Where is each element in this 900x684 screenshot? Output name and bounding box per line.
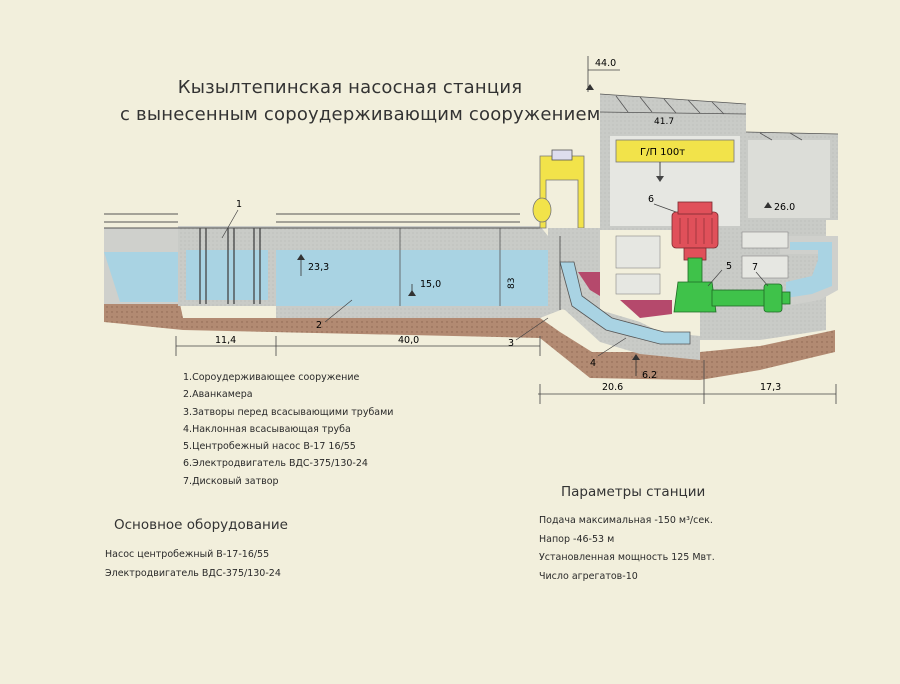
- legend-item: 5.Центробежный насос В-17 16/55: [183, 441, 356, 453]
- parameters-list: Подача максимальная -150 м³/сек. Напор -…: [539, 512, 715, 586]
- elevation-44: 44.0: [595, 58, 616, 69]
- callout-5: 5: [726, 261, 732, 272]
- callout-3: 3: [508, 338, 514, 349]
- equipment-list: Насос центробежный В-17-16/55 Электродви…: [105, 545, 281, 583]
- electric-motor: [671, 201, 719, 261]
- legend-item: 2.Аванкамера: [183, 389, 253, 401]
- gate-section: [548, 228, 700, 360]
- elevation-83: 83: [507, 278, 517, 289]
- disc-valve: [763, 283, 791, 313]
- deck-railings: [104, 213, 540, 229]
- soil-layer: [104, 304, 835, 380]
- annex-interior: [748, 140, 830, 218]
- gravel-fill: [578, 272, 600, 296]
- legend-item: 1.Сороудерживающее сооружение: [183, 372, 360, 383]
- legend-item: 4.Наклонная всасывающая труба: [183, 423, 351, 435]
- dimension-11-4: 11,4: [215, 335, 236, 346]
- discharge-water: [786, 242, 832, 298]
- parameter-item: Число агрегатов-10: [539, 570, 638, 582]
- suction-tube: [559, 261, 691, 345]
- legend-item: 6.Электродвигатель ВДС-375/130-24: [183, 458, 368, 470]
- callout-4: 4: [590, 358, 596, 369]
- forebay-dividers: [399, 228, 501, 306]
- legend-item: 7.Дисковый затвор: [183, 475, 279, 487]
- parameter-item: Напор -46-53 м: [539, 533, 615, 545]
- dimension-17-3: 17,3: [760, 382, 781, 393]
- dimension-lines: [175, 56, 837, 404]
- callout-6: 6: [648, 194, 654, 205]
- centrifugal-pump: [673, 257, 773, 313]
- gantry-crane: [532, 149, 585, 229]
- parameters-heading: Параметры станции: [561, 484, 706, 500]
- legend-list: 1.Сороудерживающее сооружение 2.Аванкаме…: [183, 369, 393, 490]
- crane-capacity-label: Г/П 100т: [640, 147, 685, 158]
- equipment-item: Насос центробежный В-17-16/55: [105, 549, 270, 560]
- elevation-markers: [297, 84, 772, 376]
- elevation-15: 15,0: [420, 279, 441, 290]
- callout-leaders: [221, 203, 769, 357]
- dimension-40: 40,0: [398, 335, 419, 346]
- parameter-item: Установленная мощность 125 Мвт.: [539, 552, 715, 563]
- floor-partitions: [615, 231, 789, 295]
- elevation-26: 26.0: [774, 202, 795, 213]
- trash-rack-bars: [199, 228, 261, 304]
- elevation-6-2: 6.2: [642, 370, 657, 381]
- callout-2: 2: [316, 320, 322, 331]
- elevation-41-7: 41.7: [654, 117, 674, 127]
- overhead-crane: [615, 139, 735, 182]
- equipment-item: Электродвигатель ВДС-375/130-24: [105, 568, 281, 579]
- forebay-water: [276, 250, 560, 306]
- page-title: Кызылтепинская насосная станция с вынесе…: [120, 74, 601, 128]
- title-line-1: Кызылтепинская насосная станция: [177, 77, 523, 98]
- roof-truss: [599, 93, 839, 141]
- elevation-23-3: 23,3: [308, 262, 329, 273]
- callout-1: 1: [236, 199, 242, 210]
- title-line-2: с вынесенным сороудерживающим сооружение…: [120, 104, 601, 125]
- legend-item: 3.Затворы перед всасывающими трубами: [183, 406, 394, 418]
- dimension-20-6: 20.6: [602, 382, 623, 393]
- forebay-left-water: [104, 252, 178, 302]
- equipment-heading: Основное оборудование: [114, 517, 288, 533]
- trash-rack-water: [186, 250, 268, 300]
- parameter-item: Подача максимальная -150 м³/сек.: [539, 515, 713, 526]
- gravel-fill-2: [620, 300, 672, 318]
- callout-7: 7: [752, 262, 758, 273]
